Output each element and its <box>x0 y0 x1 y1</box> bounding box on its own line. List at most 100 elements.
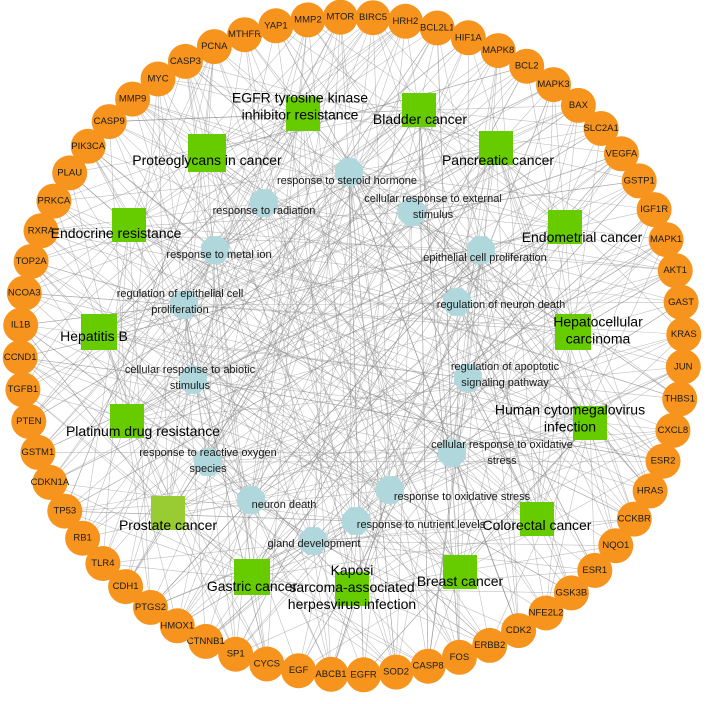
gene-node-egfr: EGFR <box>346 657 382 693</box>
gene-circle <box>281 653 317 689</box>
gene-circle <box>616 501 652 537</box>
edge <box>53 200 169 514</box>
gene-node-rxra: RXRA <box>23 213 59 249</box>
gene-circle <box>23 213 59 249</box>
edge <box>480 249 676 271</box>
edge <box>418 109 676 271</box>
gene-label: YAP1 <box>264 20 288 31</box>
edge <box>192 27 438 381</box>
edge <box>126 46 215 422</box>
edge <box>206 17 374 154</box>
edge <box>389 239 667 491</box>
edge <box>351 84 554 590</box>
gene-label: MAPK1 <box>650 234 682 245</box>
gene-node-erbb2: ERBB2 <box>472 627 508 663</box>
edge <box>355 520 490 646</box>
edge <box>82 249 482 539</box>
gene-circle <box>598 528 634 564</box>
gene-node-igf1r: IGF1R <box>636 192 672 228</box>
edge <box>451 249 482 454</box>
gene-node-slc2a1: SLC2A1 <box>583 111 619 146</box>
gene-node-mmp9: MMP9 <box>115 81 151 117</box>
pathway-label: Proteoglycans in cancer <box>132 152 282 168</box>
gene-node-nfe2l2: NFE2L2 <box>528 595 564 631</box>
edge <box>183 153 622 306</box>
gene-circle <box>115 81 151 117</box>
edge <box>251 37 469 578</box>
process-node-regulation-of-epithelial-cell-proliferation <box>170 291 198 319</box>
gene-label: SLC2A1 <box>583 123 618 134</box>
edge <box>250 21 406 501</box>
edge <box>22 389 253 578</box>
edge <box>298 109 420 671</box>
gene-label: IGF1R <box>640 204 668 215</box>
gene-node-gstp1: GSTP1 <box>621 163 657 199</box>
edge <box>355 301 458 522</box>
edge <box>126 128 602 422</box>
edge <box>495 147 519 631</box>
edge <box>125 379 194 587</box>
edge <box>108 121 357 522</box>
edge <box>185 61 461 573</box>
edge <box>183 304 684 335</box>
gene-circle <box>410 648 446 684</box>
edge <box>19 357 253 578</box>
pathway-square <box>335 572 369 606</box>
gene-circle <box>387 3 423 39</box>
edge <box>88 146 216 251</box>
pathway-label: Endocrine resistance <box>51 225 182 241</box>
edge <box>126 420 461 573</box>
gene-circle <box>47 493 83 529</box>
edge <box>307 19 497 149</box>
gene-node-jun: JUN <box>665 349 701 385</box>
gene-circle <box>645 443 681 479</box>
edge <box>207 109 420 463</box>
edge <box>177 249 482 626</box>
edge <box>183 304 461 573</box>
gene-node-cycs: CYCS <box>249 646 285 682</box>
gene-node-birc5: BIRC5 <box>355 0 391 36</box>
gene-node-tp53: TP53 <box>47 493 83 529</box>
process-node-epithelial-cell-proliferation <box>467 236 495 264</box>
gene-label: CCKBR <box>618 514 651 525</box>
edge <box>355 518 538 522</box>
process-label: response to oxidative stress <box>394 491 531 503</box>
pathway-label: Breast cancer <box>417 573 504 589</box>
edge <box>128 19 309 226</box>
edge <box>64 510 253 578</box>
edge <box>348 171 397 673</box>
edge <box>192 113 304 381</box>
gene-circle <box>603 136 639 172</box>
edge <box>536 226 566 520</box>
gene-circle <box>501 613 537 649</box>
edge <box>363 211 413 675</box>
gene-circle <box>313 656 349 692</box>
edge <box>49 482 253 578</box>
edge <box>553 84 574 333</box>
gene-circle <box>655 413 691 448</box>
edge <box>351 545 616 590</box>
gene-circle <box>20 434 56 470</box>
gene-label: ABCB1 <box>315 669 346 680</box>
edge <box>418 109 602 129</box>
gene-label: THBS1 <box>664 393 695 404</box>
gene-node-bcl2: BCL2 <box>509 48 545 84</box>
process-node-cellular-response-to-abiotic-stimulus <box>179 366 207 394</box>
gene-node-ctnnb1: CTNNB1 <box>187 623 225 659</box>
edge <box>37 249 216 453</box>
edge <box>411 50 499 213</box>
edge <box>205 520 357 642</box>
edge <box>157 78 194 381</box>
gene-node-thbs1: THBS1 <box>662 381 698 417</box>
edge <box>235 147 497 655</box>
gene-circle <box>441 639 477 675</box>
process-node-response-to-oxidative-stress <box>376 476 404 504</box>
edge <box>185 61 574 333</box>
gene-circle <box>36 183 72 219</box>
edge <box>266 113 304 665</box>
gene-label: BAX <box>569 100 589 111</box>
gene-label: JUN <box>674 361 693 372</box>
gene-label: SP1 <box>227 649 245 660</box>
